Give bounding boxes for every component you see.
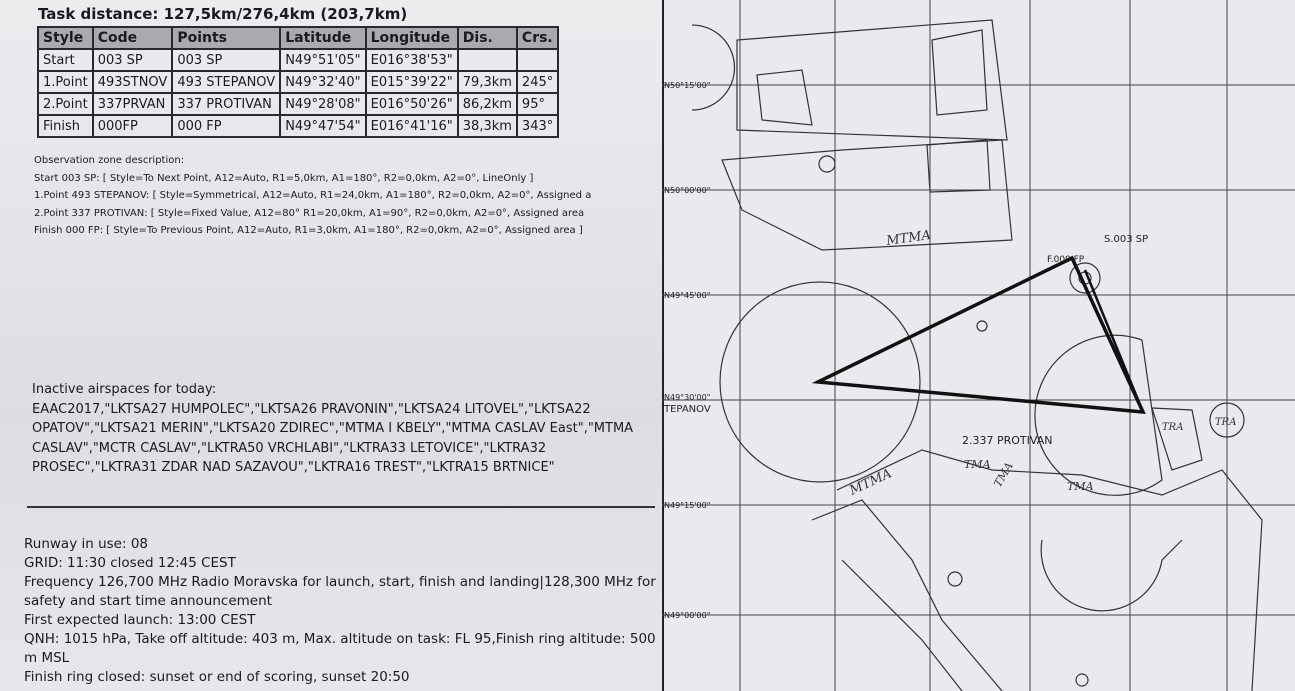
table-cell: 245° [515, 70, 560, 94]
task-sheet: Task distance: 127,5km/276,4km (203,7km)… [0, 0, 662, 691]
table-cell: E016°41'16" [364, 114, 459, 138]
handwritten-note: TMA [1067, 480, 1094, 493]
finish-label: F.000 FP [1047, 255, 1085, 265]
table-cell: Start [37, 48, 94, 72]
table-cell: N49°32'40" [279, 70, 367, 94]
table-cell: Finish [37, 114, 94, 138]
oz-line: 1.Point 493 STEPANOV: [ Style=Symmetrica… [34, 190, 592, 201]
table-cell: E015°39'22" [364, 70, 459, 94]
lat-label: N50°00'00" [664, 186, 710, 195]
oz-line: Finish 000 FP: [ Style=To Previous Point… [34, 225, 583, 236]
table-cell: 337 PROTIVAN [171, 92, 282, 116]
table-cell: 38,3km [456, 114, 518, 138]
column-header: Dis. [456, 26, 518, 50]
tp1-label: TEPANOV [663, 404, 711, 415]
table-cell: 337PRVAN [91, 92, 174, 116]
table-cell: 003 SP [91, 48, 174, 72]
table-cell: E016°50'26" [364, 92, 459, 116]
lat-label: N49°00'00" [664, 611, 710, 620]
oz-line: 2.Point 337 PROTIVAN: [ Style=Fixed Valu… [34, 207, 585, 219]
lat-label: N49°30'00" [664, 393, 710, 402]
table-cell: 000FP [91, 114, 174, 138]
column-header: Code [91, 26, 174, 50]
handwritten-note: TMA [964, 458, 991, 471]
lat-label: N50°15'00" [664, 81, 710, 90]
altitude-info: QNH: 1015 hPa, Take off altitude: 403 m,… [24, 631, 656, 666]
oz-heading: Observation zone description: [34, 155, 185, 166]
table-cell: 493STNOV [91, 70, 174, 94]
column-header: Points [171, 26, 282, 50]
table-cell: 86,2km [456, 92, 518, 116]
airspace-outlines [691, 19, 1263, 691]
column-header: Crs. [515, 26, 560, 50]
column-header: Style [37, 26, 94, 50]
table-cell: 95° [515, 92, 560, 116]
handwritten-note: MTMA [884, 228, 931, 249]
frequency-info: Frequency 126,700 MHz Radio Moravska for… [24, 574, 656, 609]
table-cell: 000 FP [171, 114, 282, 138]
table-cell: 1.Point [37, 70, 94, 94]
oz-line: Start 003 SP: [ Style=To Next Point, A12… [34, 172, 534, 184]
grid-info: GRID: 11:30 closed 12:45 CEST [24, 555, 236, 571]
inactive-airspaces: Inactive airspaces for today: EAAC2017,"… [32, 380, 652, 478]
column-header: Longitude [364, 26, 459, 50]
table-cell: 2.Point [37, 92, 94, 116]
table-cell: N49°51'05" [279, 48, 367, 72]
table-cell [515, 48, 560, 72]
launch-info: First expected launch: 13:00 CEST [24, 612, 256, 628]
table-cell: 493 STEPANOV [171, 70, 282, 94]
observation-zone-description: Observation zone description: Start 003 … [34, 152, 654, 240]
table-cell: N49°28'08" [279, 92, 367, 116]
table-cell: N49°47'54" [279, 114, 367, 138]
runway-info: Runway in use: 08 [24, 536, 148, 552]
table-cell: 79,3km [456, 70, 518, 94]
table-cell: E016°38'53" [364, 48, 459, 72]
table-cell [456, 48, 518, 72]
divider [27, 506, 655, 508]
finish-ring-info: Finish ring closed: sunset or end of sco… [24, 669, 410, 685]
table-cell: 343° [515, 114, 560, 138]
start-label: S.003 SP [1104, 234, 1148, 245]
lat-label: N49°45'00" [664, 291, 710, 300]
map-grid [662, 0, 1295, 691]
briefing-info: Runway in use: 08 GRID: 11:30 closed 12:… [24, 535, 664, 687]
handwritten-note: TRA [1162, 422, 1183, 433]
task-distance-title: Task distance: 127,5km/276,4km (203,7km) [38, 5, 408, 23]
task-route [811, 255, 1146, 415]
tp2-label: 2.337 PROTIVAN [962, 434, 1052, 447]
task-map: N50°15'00" N50°00'00" N49°45'00" N49°30'… [662, 0, 1295, 691]
inactive-list: EAAC2017,"LKTSA27 HUMPOLEC","LKTSA26 PRA… [32, 401, 634, 476]
lat-label: N49°15'00" [664, 501, 710, 510]
column-header: Latitude [279, 26, 367, 50]
handwritten-note: TRA [1215, 417, 1236, 428]
inactive-heading: Inactive airspaces for today: [32, 382, 217, 397]
table-cell: 003 SP [171, 48, 282, 72]
